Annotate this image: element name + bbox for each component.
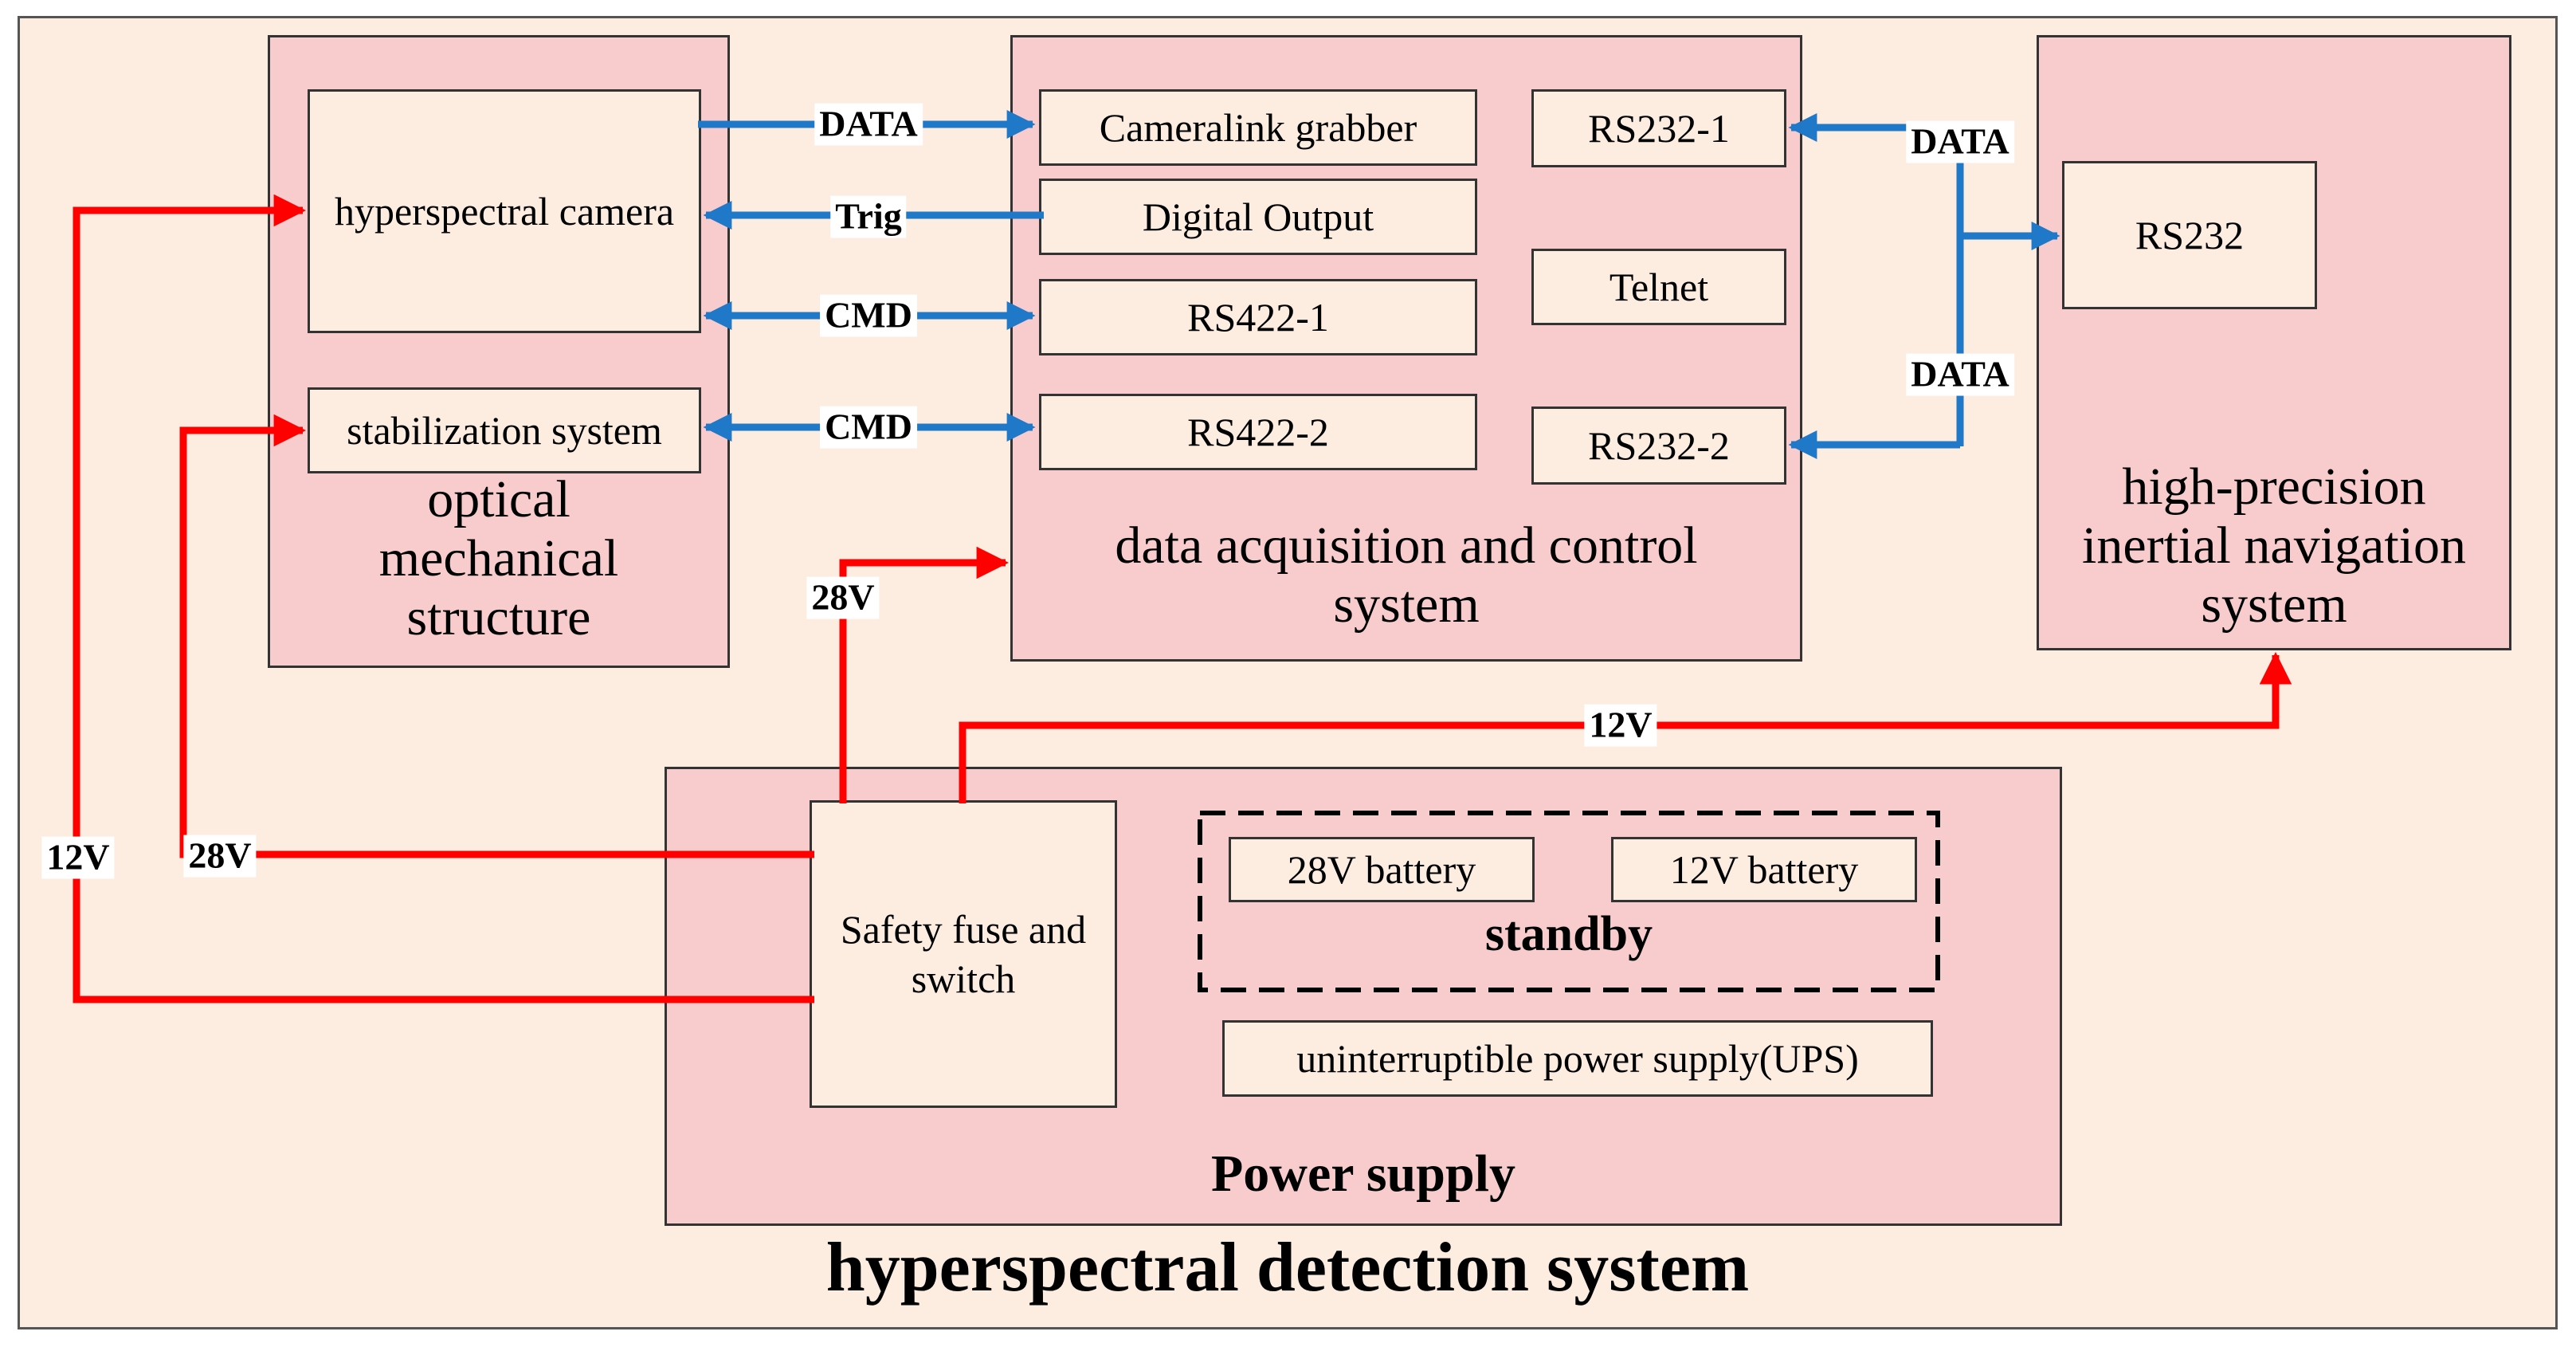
power-12v-camera-arrow — [73, 194, 814, 1003]
standby-label: standby — [1484, 907, 1653, 961]
cmd-1-tag: CMD — [820, 294, 917, 337]
power-supply-label: Power supply — [1210, 1145, 1515, 1203]
cameralink-grabber-box: Cameralink grabber — [1039, 89, 1477, 166]
digital-output-box: Digital Output — [1039, 179, 1477, 255]
power-28v-stabilization-tag: 28V — [183, 835, 257, 878]
inertial-navigation-group — [2037, 35, 2511, 650]
cmd-2-tag: CMD — [820, 406, 917, 449]
safety-fuse-switch-box: Safety fuse and switch — [810, 800, 1117, 1108]
rs422-1-box: RS422-1 — [1039, 279, 1477, 355]
power-28v-stabilization-arrow — [179, 414, 814, 858]
data-acquisition-label: data acquisition and control system — [1115, 516, 1698, 634]
stabilization-system-box: stabilization system — [308, 387, 701, 473]
data-rs232-1-tag: DATA — [1906, 120, 2014, 163]
trig-tag: Trig — [830, 195, 907, 238]
rs232-2-box: RS232-2 — [1531, 406, 1786, 485]
ups-box: uninterruptible power supply(UPS) — [1222, 1020, 1933, 1097]
power-12v-ins-tag: 12V — [1584, 704, 1657, 747]
data-rs232-2-tag: DATA — [1906, 353, 2014, 396]
battery-28v-box: 28V battery — [1229, 837, 1535, 902]
power-28v-daq-tag: 28V — [806, 576, 880, 619]
telnet-box: Telnet — [1531, 249, 1786, 325]
optical-mechanical-structure-label: optical mechanical structure — [378, 470, 619, 646]
inertial-navigation-label: high-precision inertial navigation syste… — [2081, 458, 2466, 634]
rs232-box: RS232 — [2062, 161, 2317, 309]
data-grabber-tag: DATA — [814, 103, 923, 146]
rs232-1-box: RS232-1 — [1531, 89, 1786, 167]
diagram-title: hyperspectral detection system — [825, 1229, 1750, 1306]
hyperspectral-camera-box: hyperspectral camera — [308, 89, 701, 333]
standby-dashed-box — [1198, 811, 1940, 992]
battery-12v-box: 12V battery — [1611, 837, 1917, 902]
power-12v-camera-tag: 12V — [41, 836, 115, 879]
power-28v-daq-arrow — [839, 546, 1010, 803]
rs422-2-box: RS422-2 — [1039, 394, 1477, 470]
